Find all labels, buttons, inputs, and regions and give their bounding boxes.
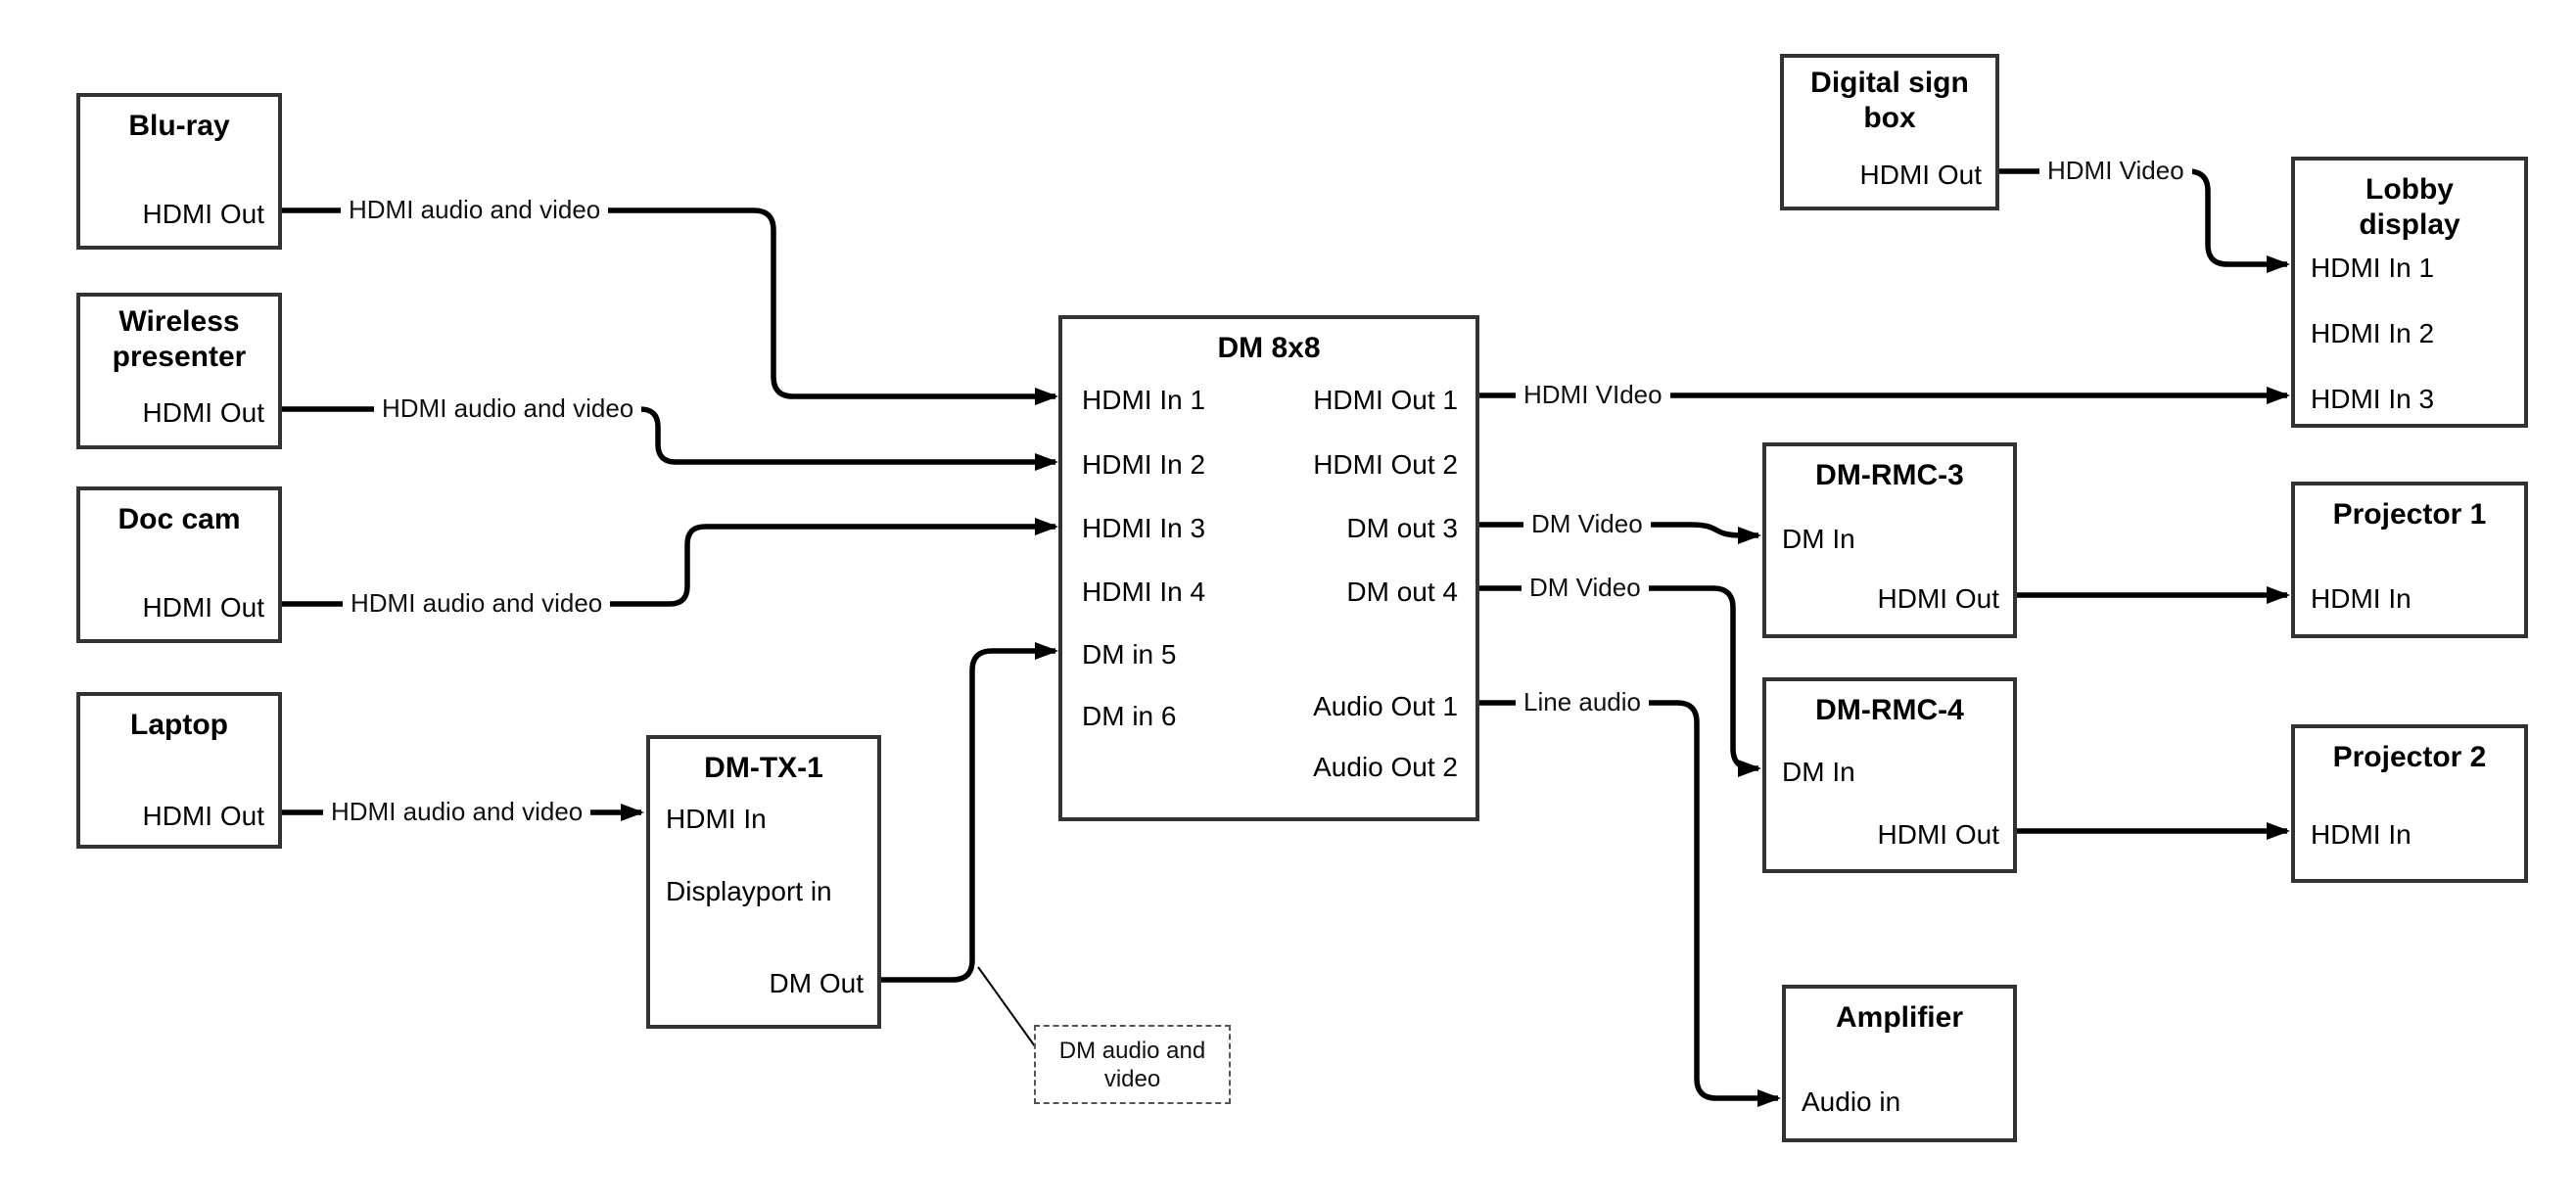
node-doc-cam: Doc cam HDMI Out (76, 486, 282, 643)
wire-dm8x8-dm-out-4-to-dmrmc4-dm-in (1479, 585, 1761, 777)
port-hdmi-out: HDMI Out (142, 801, 264, 831)
node-title: Wireless presenter (112, 305, 247, 373)
callout-leader-line (977, 966, 1036, 1047)
wire-dm8x8-audio-out-1-to-amp-audio-in (1479, 700, 1781, 1107)
wire-label-wireless: HDMI audio and video (374, 393, 642, 424)
node-title: Amplifier (1835, 1001, 1964, 1034)
port-dm-out: DM Out (769, 968, 864, 998)
port-hdmi-in-2: HDMI In 2 (1082, 449, 1206, 480)
port-dm-out-3: DM out 3 (1346, 513, 1458, 543)
node-projector-2: Projector 2 HDMI In (2291, 724, 2528, 883)
port-hdmi-out: HDMI Out (142, 199, 264, 229)
node-title: DM-RMC-3 (1815, 459, 1964, 491)
port-dm-in-5: DM in 5 (1082, 639, 1177, 670)
node-title: Doc cam (117, 503, 241, 535)
node-dm-8x8: DM 8x8 HDMI In 1 HDMI In 2 HDMI In 3 HDM… (1058, 315, 1479, 821)
port-hdmi-out: HDMI Out (142, 592, 264, 623)
port-dm-in: DM In (1782, 757, 1855, 787)
port-hdmi-in-3: HDMI In 3 (1082, 513, 1206, 543)
port-hdmi-out: HDMI Out (1877, 819, 1999, 850)
node-title: Digital sign box (1810, 67, 1969, 134)
port-hdmi-out: HDMI Out (142, 397, 264, 428)
wire-label-bluray: HDMI audio and video (341, 195, 609, 225)
port-hdmi-out: HDMI Out (1859, 160, 1982, 190)
wire-wireless-to-dm8x8-hdmi-in-2 (282, 406, 1058, 471)
port-dm-in: DM In (1782, 524, 1855, 554)
wire-label-dm-video-out4: DM Video (1522, 573, 1649, 603)
wire-doccam-to-dm8x8-hdmi-in-3 (282, 518, 1058, 607)
port-dm-out-4: DM out 4 (1346, 577, 1458, 607)
node-blu-ray: Blu-ray HDMI Out (76, 93, 282, 250)
node-title: Blu-ray (128, 110, 230, 142)
port-hdmi-in: HDMI In (2311, 819, 2412, 850)
wire-label-hdmi-video-sign: HDMI Video (2039, 156, 2192, 186)
wire-label-dm-video-out3: DM Video (1523, 509, 1651, 539)
wire-dmtx1-dmout-to-dm8x8-dm-in-5 (881, 642, 1058, 983)
wire-label-hdmi-video-out1: HDMI VIdeo (1516, 380, 1670, 410)
port-hdmi-in: HDMI In (2311, 583, 2412, 614)
callout-text: DM audio and video (1058, 1037, 1206, 1092)
port-hdmi-in-1: HDMI In 1 (1082, 385, 1206, 415)
wire-signbox-to-lobby-hdmi-in-1 (1999, 168, 2290, 273)
wire-label-laptop: HDMI audio and video (323, 797, 591, 827)
port-audio-out-2: Audio Out 2 (1313, 752, 1458, 782)
node-wireless-presenter: Wireless presenter HDMI Out (76, 293, 282, 449)
wire-label-doccam: HDMI audio and video (343, 588, 611, 619)
node-title: DM-RMC-4 (1815, 694, 1964, 726)
port-hdmi-in: HDMI In (666, 804, 767, 834)
wire-dm8x8-dm-out-3-to-dmrmc3-dm-in (1479, 522, 1761, 544)
port-dm-in-6: DM in 6 (1082, 701, 1177, 731)
node-laptop: Laptop HDMI Out (76, 692, 282, 849)
port-hdmi-out-2: HDMI Out 2 (1313, 449, 1458, 480)
wire-label-line-audio: Line audio (1516, 687, 1649, 717)
node-title: Laptop (130, 709, 228, 741)
port-hdmi-out: HDMI Out (1877, 583, 1999, 614)
port-audio-in: Audio in (1802, 1086, 1901, 1117)
port-hdmi-in-4: HDMI In 4 (1082, 577, 1206, 607)
node-title: Projector 2 (2332, 741, 2487, 773)
port-hdmi-in-1: HDMI In 1 (2311, 253, 2435, 283)
port-hdmi-in-3: HDMI In 3 (2311, 384, 2435, 414)
wire-bluray-to-dm8x8-hdmi-in-1 (282, 208, 1058, 405)
callout-dm-audio-and-video: DM audio and video (1034, 1025, 1231, 1104)
node-digital-sign-box: Digital sign box HDMI Out (1780, 54, 1999, 210)
node-projector-1: Projector 1 HDMI In (2291, 482, 2528, 638)
port-audio-out-1: Audio Out 1 (1313, 691, 1458, 721)
node-title: DM-TX-1 (704, 752, 823, 784)
node-title: Lobby display (2359, 173, 2460, 241)
node-title: DM 8x8 (1217, 332, 1321, 364)
port-hdmi-in-2: HDMI In 2 (2311, 318, 2435, 348)
node-dm-tx-1: DM-TX-1 HDMI In Displayport in DM Out (646, 735, 881, 1029)
node-lobby-display: Lobby display HDMI In 1 HDMI In 2 HDMI I… (2291, 157, 2528, 428)
node-title: Projector 1 (2332, 498, 2487, 531)
node-dm-rmc-3: DM-RMC-3 DM In HDMI Out (1762, 442, 2017, 638)
port-displayport-in: Displayport in (666, 876, 832, 906)
node-dm-rmc-4: DM-RMC-4 DM In HDMI Out (1762, 677, 2017, 873)
port-hdmi-out-1: HDMI Out 1 (1313, 385, 1458, 415)
node-amplifier: Amplifier Audio in (1782, 985, 2017, 1142)
